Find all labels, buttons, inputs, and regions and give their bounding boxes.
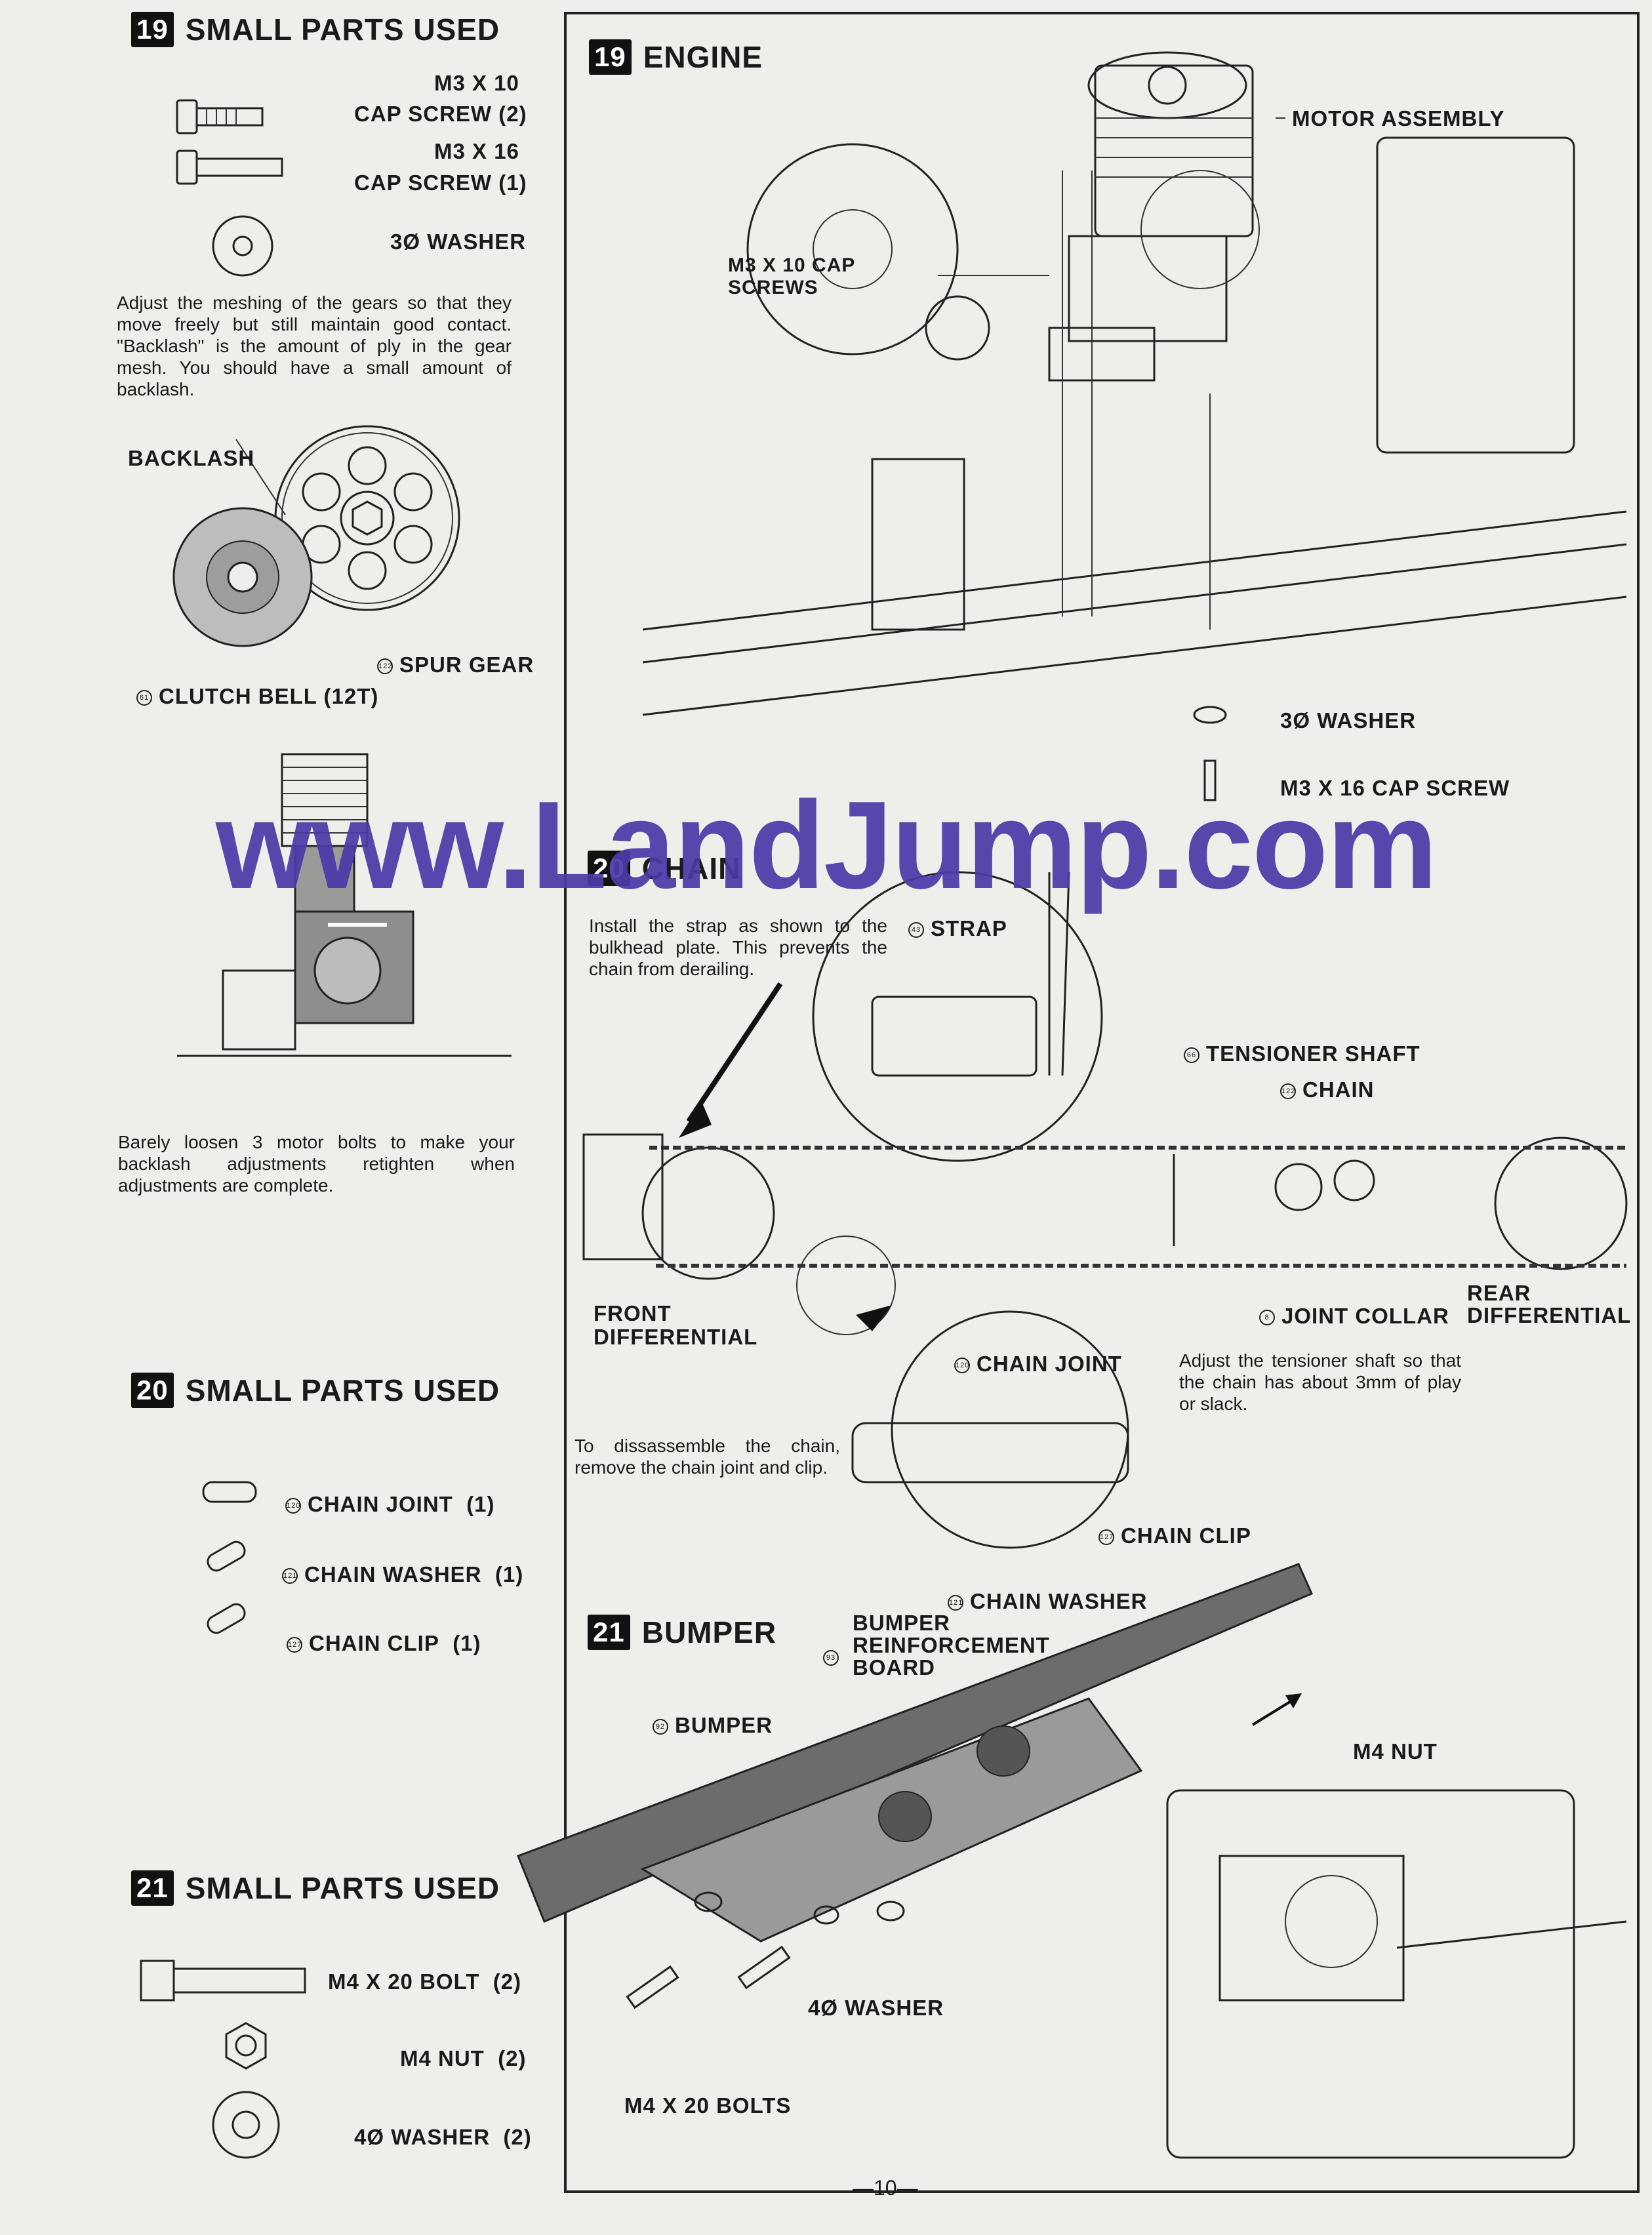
motor-assembly-label: MOTOR ASSEMBLY [1292,106,1505,131]
washer-icon [212,215,273,277]
gear-mesh-illustration [172,425,460,647]
chain-disassemble-instructions: To dissassemble the chain, remove the ch… [574,1436,840,1478]
m3x10-cap-screws-label: M3 X 10 CAP SCREWS [728,254,855,298]
motor-side-view-illustration [177,753,512,1057]
m3x16-cap-screw-label: M3 X 16 CAP SCREW [1280,776,1510,800]
section-19-parts-header: 19 SMALL PARTS USED [131,12,500,47]
backlash-instructions: Adjust the meshing of the gears so that … [117,292,512,399]
cap-screw-illustration [176,99,283,185]
engine-mounting-illustration [642,51,1627,801]
m4x20-bolts-label: M4 X 20 BOLTS [624,2093,792,2118]
strap-instructions: Install the strap as shown to the bulkhe… [589,916,887,979]
section-title: SMALL PARTS USED [185,12,500,47]
m4x20-bolt-part: M4 X 20 BOLT (2) [328,1969,522,1994]
watermark: www.LandJump.com [215,776,1438,915]
part-m3x16: M3 X 16 [434,139,519,163]
section-title: SMALL PARTS USED [185,1373,500,1407]
chain-parts-icons [202,1481,257,1634]
section-number: 19 [131,12,174,47]
4-washer-part: 4Ø WASHER (2) [354,2125,532,2149]
chain-header: 20 CHAIN [588,851,740,886]
part-cap-screw-2: CAP SCREW (2) [354,102,527,126]
part-3-washer: 3Ø WASHER [390,230,527,254]
section-21-parts-header: 21 SMALL PARTS USED [131,1870,500,1906]
m4-nut-label: M4 NUT [1353,1739,1438,1763]
bumper-reinforcement-board-label: 93 BUMPER REINFORCEMENT BOARD [823,1612,1076,1679]
part-m3x10: M3 X 10 [434,71,519,95]
engine-header: 19 ENGINE [589,39,763,75]
section-number: 20 [131,1373,174,1408]
rear-differential-label: REAR DIFFERENTIAL [1467,1281,1632,1327]
section-title: SMALL PARTS USED [185,1871,500,1905]
front-differential-label: FRONT DIFFERENTIAL [594,1301,758,1349]
tensioner-adjust-instructions: Adjust the tensioner shaft so that the c… [1179,1350,1461,1414]
chain-drive-illustration [582,871,1628,1549]
section-number: 21 [131,1870,174,1906]
bumper-mounting-illustration [517,1563,1627,2159]
page-number: —10— [853,2176,918,2200]
4-washer-label: 4Ø WASHER [808,1996,944,2020]
3-washer-label: 3Ø WASHER [1280,708,1417,733]
assembly-panel [564,12,1640,2193]
backlash-label: BACKLASH [128,446,255,470]
part-cap-screw-1: CAP SCREW (1) [354,171,527,195]
motor-bolts-instructions: Barely loosen 3 motor bolts to make your… [118,1132,515,1196]
bumper-header: 21 BUMPER [588,1615,776,1650]
m4-nut-part: M4 NUT (2) [400,2046,527,2070]
bumper-hardware-icons [140,1960,306,2159]
section-20-parts-header: 20 SMALL PARTS USED [131,1373,500,1408]
